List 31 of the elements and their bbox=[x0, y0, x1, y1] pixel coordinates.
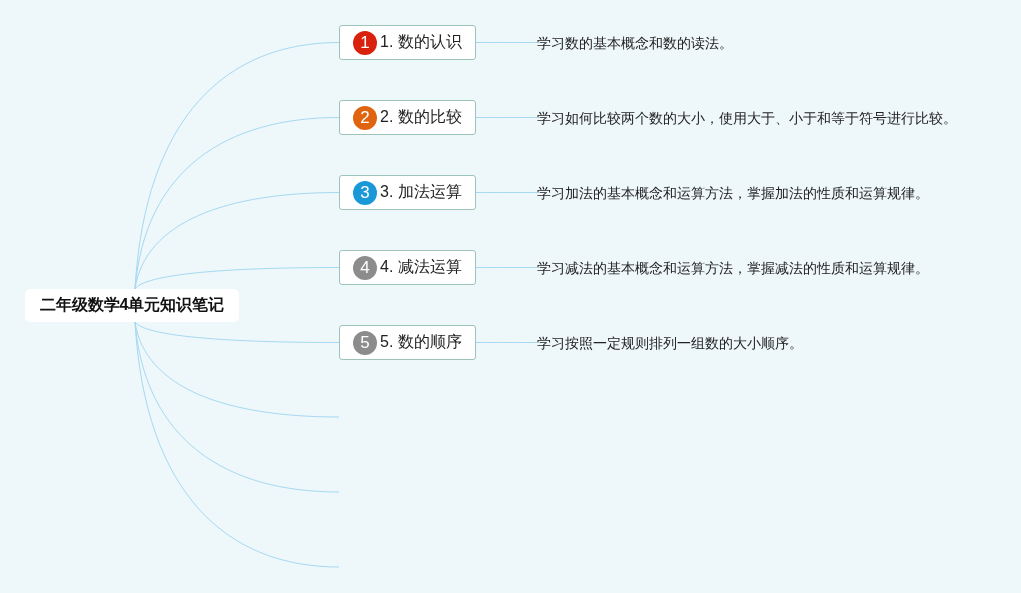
number-badge: 5 bbox=[353, 330, 377, 355]
description-text: 学习如何比较两个数的大小，使用大于、小于和等于符号进行比较。 bbox=[537, 107, 957, 128]
topic-label: 1. 数的认识 bbox=[380, 32, 462, 52]
description-text: 学习减法的基本概念和运算方法，掌握减法的性质和运算规律。 bbox=[537, 257, 929, 278]
connector-line bbox=[475, 267, 538, 268]
connector-line bbox=[475, 342, 538, 343]
topic-label: 4. 减法运算 bbox=[380, 257, 462, 277]
number-badge: 3 bbox=[353, 180, 377, 205]
description-text: 学习加法的基本概念和运算方法，掌握加法的性质和运算规律。 bbox=[537, 182, 929, 203]
topic-box bbox=[339, 25, 476, 60]
curved-branch-line bbox=[134, 42, 340, 290]
connector-line bbox=[475, 42, 538, 43]
topic-box bbox=[339, 175, 476, 210]
number-badge: 1 bbox=[353, 30, 377, 55]
number-badge: 2 bbox=[353, 105, 377, 130]
curved-branch-line bbox=[134, 192, 340, 290]
connector-line bbox=[475, 192, 538, 193]
description-text: 学习按照一定规则排列一组数的大小顺序。 bbox=[537, 332, 803, 353]
connector-line bbox=[475, 117, 538, 118]
topic-box bbox=[339, 250, 476, 285]
curved-branch-line bbox=[134, 321, 340, 343]
topic-label: 3. 加法运算 bbox=[380, 182, 462, 202]
topic-box bbox=[339, 325, 476, 360]
curved-branch-line bbox=[134, 321, 340, 568]
central-topic-box: 二年级数学4单元知识笔记 bbox=[25, 289, 239, 322]
curved-branch-line bbox=[134, 267, 340, 290]
description-text: 学习数的基本概念和数的读法。 bbox=[537, 32, 733, 53]
topic-label: 5. 数的顺序 bbox=[380, 332, 462, 352]
number-badge: 4 bbox=[353, 255, 377, 280]
topic-box bbox=[339, 100, 476, 135]
topic-label: 2. 数的比较 bbox=[380, 107, 462, 127]
